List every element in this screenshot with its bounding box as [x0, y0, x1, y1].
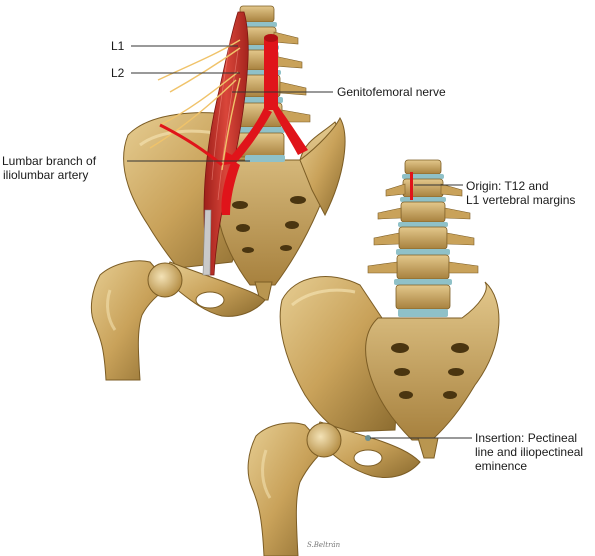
right-femur [247, 422, 327, 556]
label-l2-text: L2 [111, 66, 125, 80]
label-lumbar-branch-line1: Lumbar branch of [2, 154, 97, 168]
label-lumbar-branch: Lumbar branch of iliolumbar artery [2, 154, 96, 182]
label-genitofemoral-text: Genitofemoral nerve [337, 85, 446, 99]
label-origin-line1: Origin: T12 and [466, 179, 549, 193]
abdominal-aorta [264, 38, 278, 110]
label-l1: L1 [111, 39, 124, 53]
label-lumbar-branch-line2: iliolumbar artery [3, 168, 89, 182]
right-sacral-foramina [391, 343, 469, 399]
left-sacral-foramina [232, 196, 306, 253]
right-coccyx [417, 437, 439, 459]
artist-signature: S.Beltrán [307, 541, 341, 549]
label-l1-text: L1 [111, 39, 125, 53]
label-origin: Origin: T12 and L1 vertebral margins [466, 179, 575, 207]
label-insertion-line3: eminence [475, 459, 528, 473]
label-origin-line2: L1 vertebral margins [466, 193, 576, 207]
label-insertion-line1: Insertion: Pectineal [475, 431, 578, 445]
left-common-iliac-artery [224, 108, 272, 165]
right-lumbar-spine [367, 159, 479, 317]
label-l2: L2 [111, 66, 124, 80]
right-sacrum [365, 281, 500, 441]
origin-site-marker [410, 172, 413, 200]
right-femoral-head [306, 422, 342, 458]
left-coccyx [254, 281, 273, 301]
right-common-iliac-artery [272, 106, 308, 155]
right-pelvis-with-origin-insertion [247, 159, 500, 556]
lumbar-nerves [149, 39, 241, 171]
label-insertion: Insertion: Pectineal line and iliopectin… [475, 431, 583, 473]
label-genitofemoral-nerve: Genitofemoral nerve [337, 85, 446, 99]
left-femoral-head [147, 262, 183, 298]
label-insertion-line2: line and iliopectineal [475, 445, 584, 459]
leader-lines [127, 45, 472, 439]
insertion-site-marker [365, 435, 371, 441]
